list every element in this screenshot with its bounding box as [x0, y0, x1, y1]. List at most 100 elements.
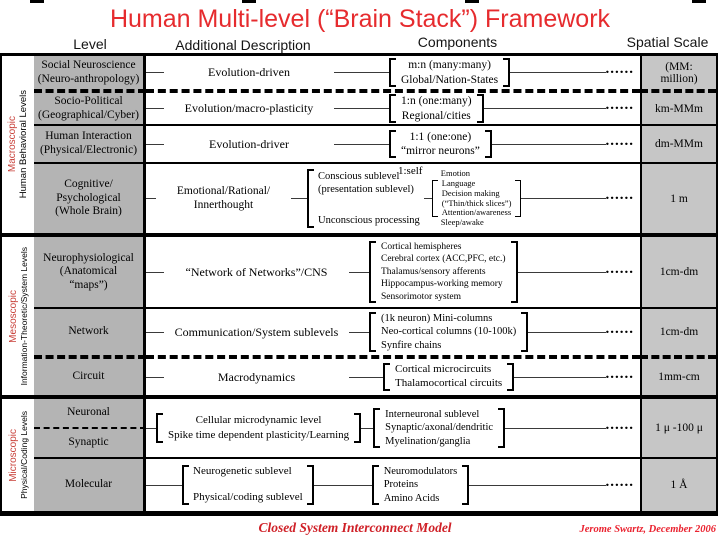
- bracket-left: [307, 169, 314, 228]
- scale-line: 1mm-cm: [658, 371, 700, 383]
- column-header-scale: Spatial Scale: [626, 34, 709, 50]
- connector-line: [146, 376, 164, 378]
- component-item: (presentation sublevel): [318, 184, 414, 196]
- components-bracket: Cortical microcircuits Thalamocortical c…: [383, 362, 515, 392]
- column-header-description: Additional Description: [175, 37, 311, 53]
- level-line: Psychological: [56, 191, 121, 204]
- group-domain-label: Human Behavioral Levels: [18, 90, 29, 199]
- row-neuronal-middle: Cellular microdynamic level Spike time d…: [146, 399, 640, 459]
- description-text: Evolution-driven: [208, 65, 290, 80]
- components-bracket: 1:1 (one:one) “mirror neurons”: [389, 129, 492, 160]
- footer-credit: Jerome Swartz, December 2006: [579, 524, 717, 535]
- ellipsis-dots: ......: [605, 132, 634, 149]
- row-network-middle: Communication/System sublevels (1k neuro…: [146, 309, 640, 359]
- connector-line: [361, 427, 374, 429]
- connector-line: [423, 198, 432, 199]
- component-item: Synfire chains: [381, 339, 442, 351]
- description-line: Physical/coding sublevel: [193, 491, 303, 504]
- top-tick-mark: [242, 0, 256, 3]
- component-item: Cortical microcircuits: [395, 363, 492, 376]
- scale-line: 1cm-dm: [659, 326, 699, 338]
- component-item: Myelination/ganglia: [385, 435, 471, 447]
- level-cell-social-neuroscience: Social Neuroscience (Neuro-anthropology): [34, 56, 146, 93]
- description-line: Cellular microdynamic level: [195, 414, 322, 427]
- bracket-left: [156, 413, 163, 443]
- level-line: (Anatomical: [59, 265, 118, 278]
- scale-cell: 1mm-cm: [640, 359, 716, 399]
- row-human-middle: Evolution-driver 1:1 (one:one) “mirror n…: [146, 126, 640, 164]
- description-line: Innerthought: [193, 198, 254, 211]
- level-cell-synaptic: Synaptic: [34, 429, 146, 459]
- components-bracket: Cortical hemispheres Cerebral cortex (AC…: [369, 240, 518, 304]
- slide-title: Human Multi-level (“Brain Stack”) Framew…: [109, 5, 611, 33]
- connector-line: [334, 143, 389, 145]
- group-mesoscopic: Mesoscopic Information-Theoretic/System …: [2, 237, 34, 399]
- bracket-right: [510, 241, 518, 303]
- component-item: Amino Acids: [383, 492, 440, 504]
- level-cell-neuronal: Neuronal: [34, 399, 146, 429]
- subcomponent-item: Emotion: [440, 168, 471, 179]
- ellipsis-dots: ......: [605, 97, 634, 113]
- scale-line: 1 μ -100 μ: [655, 422, 703, 434]
- bracket-right: [503, 58, 511, 87]
- component-item: Cortical hemispheres: [381, 242, 462, 253]
- level-line: Social Neuroscience: [41, 58, 136, 71]
- components-bracket: Neuromodulators Proteins Amino Acids: [371, 464, 470, 505]
- level-line: (Whole Brain): [55, 205, 122, 218]
- component-item: (1k neuron) Mini-columns: [381, 313, 493, 325]
- connector-line: [483, 108, 606, 109]
- ellipsis-dots: ......: [605, 260, 634, 277]
- component-item: Synaptic/axonal/dendritic: [385, 422, 494, 434]
- subcomponent-item: (“Thin/thick slices”): [441, 197, 512, 208]
- component-item: Unconscious processing: [318, 214, 420, 226]
- description-text: Macrodynamics: [217, 369, 296, 384]
- scale-line: 1 m: [670, 192, 688, 205]
- connector-line: [491, 143, 606, 145]
- bracket-right: [462, 465, 470, 505]
- scale-line: 1 Å: [670, 479, 688, 491]
- scale-line: dm-MMm: [655, 138, 703, 150]
- scale-cell: km-MMm: [640, 93, 716, 126]
- component-item: m:n (many:many): [408, 59, 491, 72]
- component-item: Sensorimotor system: [381, 291, 461, 302]
- connector-line: [146, 143, 164, 145]
- bracket-left: [431, 179, 438, 218]
- component-item: Regional/cities: [401, 109, 471, 122]
- self-ratio-label: 1:self: [398, 165, 423, 177]
- level-line: Cognitive/: [64, 178, 113, 191]
- components-bracket: (1k neuron) Mini-columns Neo-cortical co…: [369, 311, 529, 352]
- level-line: Socio-Political: [54, 94, 123, 107]
- component-item: Hippocampus-working memory: [381, 279, 503, 290]
- bracket-right: [515, 179, 522, 218]
- connector-line: [146, 72, 164, 73]
- subcomponent-item: Attention/awareness: [441, 207, 512, 218]
- component-item: Thalamus/sensory afferents: [381, 266, 486, 277]
- level-cell-human-interaction: Human Interaction (Physical/Electronic): [34, 126, 146, 164]
- scale-line: million): [660, 72, 698, 85]
- description-text: Communication/System sublevels: [174, 324, 339, 339]
- component-item: Proteins: [383, 479, 419, 491]
- top-tick-mark: [692, 0, 706, 3]
- ellipsis-dots: ......: [605, 365, 634, 382]
- row-socio-middle: Evolution/macro-plasticity 1:n (one:many…: [146, 93, 640, 126]
- components-bracket: m:n (many:many) Global/Nation-States: [389, 57, 511, 88]
- group-domain-label: Physical/Coding Levels: [18, 411, 29, 499]
- description-line: Neurogenetic sublevel: [193, 465, 292, 477]
- connector-line: [528, 331, 606, 333]
- subcomponent-item: Decision making: [441, 187, 500, 198]
- connector-line: [146, 484, 182, 486]
- group-scope-label: Macroscopic: [7, 116, 18, 173]
- ellipsis-dots: ......: [605, 473, 634, 490]
- bracket-right: [306, 465, 314, 505]
- description-text: Evolution/macro-plasticity: [184, 101, 314, 116]
- subcomponent-item: Language: [441, 177, 476, 188]
- scale-cell: 1 Å: [640, 459, 716, 511]
- connector-line: [521, 198, 606, 199]
- components-bracket: 1:n (one:many) Regional/cities: [389, 93, 484, 124]
- scale-cell: 1 m: [640, 164, 716, 237]
- description-bracket: Neurogenetic sublevel Physical/coding su…: [182, 464, 314, 506]
- level-line: Molecular: [64, 478, 113, 491]
- level-cell-molecular: Molecular: [34, 459, 146, 511]
- bracket-left: [389, 94, 396, 123]
- components-bracket: Interneuronal sublevel Synaptic/axonal/d…: [373, 407, 506, 448]
